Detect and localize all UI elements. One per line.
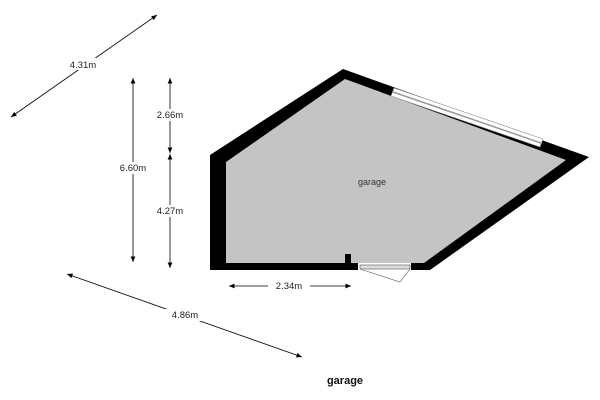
dim-top-diagonal: 4.31m <box>70 60 96 71</box>
plan-title: garage <box>327 375 363 387</box>
window-pane <box>392 91 542 144</box>
dim-total-height: 6.60m <box>120 163 146 174</box>
wall-stub <box>345 254 351 264</box>
dim-lower-height: 4.27m <box>157 206 183 217</box>
room-label: garage <box>358 177 386 187</box>
dim-upper-height: 2.66m <box>157 110 183 121</box>
dim-bottom-width: 2.34m <box>276 281 302 292</box>
door-leaf <box>359 264 411 270</box>
door-swing <box>359 268 411 283</box>
dim-bottom-diagonal: 4.86m <box>172 310 198 321</box>
room-floor <box>226 79 566 263</box>
